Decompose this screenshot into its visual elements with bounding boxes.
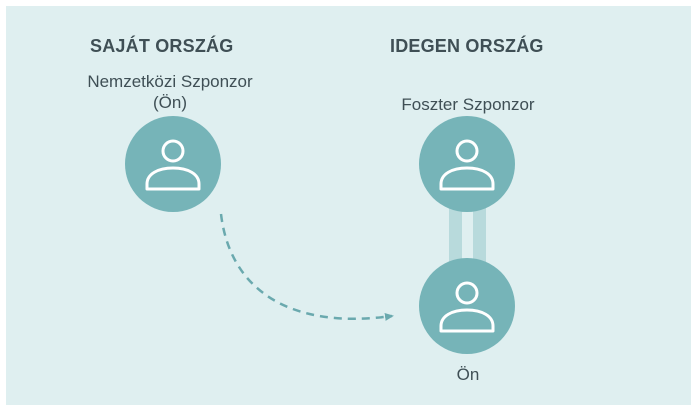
foster-sponsor-node [419,116,515,212]
home-country-heading: SAJÁT ORSZÁG [90,36,234,56]
sponsor-link [449,205,486,267]
international-sponsor-label-line1: Nemzetközi Szponzor [87,72,253,91]
international-sponsor-label: Nemzetközi Szponzor (Ön) [70,71,270,113]
international-sponsor-label-line2: (Ön) [153,93,187,112]
foreign-country-heading: IDEGEN ORSZÁG [390,36,544,56]
you-label: Ön [456,365,480,384]
you-node [419,258,515,354]
international-sponsor-node [125,116,221,212]
user-icon [145,139,201,191]
foster-sponsor-label: Foszter Szponzor [401,95,535,114]
user-icon [439,139,495,191]
relocation-arrow [219,213,394,321]
user-icon [439,281,495,333]
diagram-panel [6,6,691,405]
